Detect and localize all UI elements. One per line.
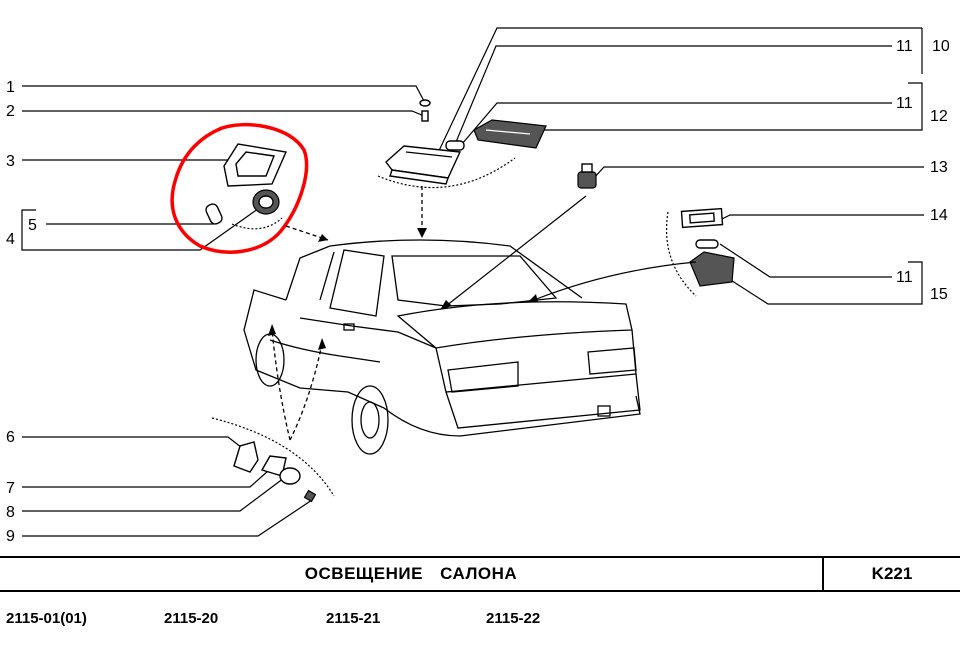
- svg-text:11: 11: [896, 95, 913, 112]
- trunk-lamp-bulb-part: [695, 239, 719, 249]
- svg-text:8: 8: [6, 504, 15, 521]
- callout-arc-top: [377, 157, 516, 189]
- callout-11-low: 11: [719, 243, 913, 286]
- lamp-bulb-part: [445, 140, 465, 151]
- callout-5: 5: [28, 217, 214, 234]
- callout-14: 14: [719, 207, 948, 224]
- callout-3: 3: [6, 153, 232, 170]
- trunk-lamp-housing-part: [689, 251, 735, 287]
- callout-4-bracket: 4: [6, 205, 263, 251]
- callout-13: 13: [593, 159, 948, 179]
- svg-text:11: 11: [896, 38, 913, 55]
- callout-arc-lower-left: [211, 417, 335, 497]
- svg-text:4: 4: [6, 231, 15, 248]
- door-lamp-part: [223, 143, 288, 187]
- leader-arrows: [268, 186, 697, 441]
- svg-text:12: 12: [930, 108, 948, 125]
- callout-arc-left: [231, 217, 283, 230]
- svg-text:10: 10: [932, 38, 950, 55]
- lamp-housing-part: [473, 119, 547, 149]
- screw-part: [421, 110, 429, 122]
- callout-11-top: 11: [455, 38, 913, 143]
- svg-text:5: 5: [28, 217, 37, 234]
- title-bar: ОСВЕЩЕНИЕ САЛОНА K221: [0, 556, 960, 592]
- callout-2: 2: [6, 103, 425, 120]
- svg-text:1: 1: [6, 79, 15, 96]
- model-item: 2115-22: [486, 610, 541, 627]
- svg-text:11: 11: [896, 269, 913, 286]
- svg-text:14: 14: [930, 207, 948, 224]
- callout-10-bracket: 10: [435, 27, 950, 158]
- callout-7: 7: [6, 470, 269, 497]
- callout-15-bracket: 15: [725, 261, 948, 305]
- callout-arc-right: [665, 211, 697, 297]
- door-switch-part: [260, 455, 301, 485]
- lamp-holder-part: [252, 189, 280, 215]
- svg-text:7: 7: [6, 480, 15, 497]
- door-bulb-part: [205, 203, 223, 225]
- callout-9: 9: [6, 499, 313, 545]
- trunk-lamp-gasket-part: [680, 207, 724, 229]
- callout-12-bracket: 12: [530, 82, 948, 131]
- bulb-socket-part: [577, 163, 597, 189]
- model-item: 2115-20: [164, 610, 219, 627]
- model-item: 2115-21: [326, 610, 381, 627]
- page-title: ОСВЕЩЕНИЕ САЛОНА: [0, 558, 824, 590]
- car-outline: [243, 239, 641, 455]
- switch-bracket-part: [233, 441, 259, 473]
- washer-part: [419, 99, 431, 107]
- svg-text:6: 6: [6, 429, 15, 446]
- svg-text:3: 3: [6, 153, 15, 170]
- diagram-code: K221: [871, 564, 913, 583]
- ceiling-lamp-part: [385, 145, 462, 185]
- switch-screw-part: [303, 489, 317, 503]
- callout-8: 8: [6, 477, 285, 521]
- svg-text:9: 9: [6, 528, 15, 545]
- svg-text:13: 13: [930, 159, 948, 176]
- svg-text:2: 2: [6, 103, 15, 120]
- model-item: 2115-01(01): [6, 610, 87, 627]
- svg-text:15: 15: [930, 286, 948, 303]
- callout-6: 6: [6, 429, 247, 452]
- callout-1: 1: [6, 79, 425, 102]
- model-list: 2115-01(01) 2115-20 2115-21 2115-22: [0, 610, 960, 638]
- highlight-circle: [170, 122, 309, 254]
